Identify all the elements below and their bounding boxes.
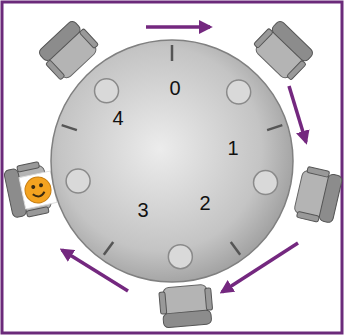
frame [2, 2, 342, 333]
chair [251, 18, 316, 83]
table-outline [50, 39, 294, 283]
seat-number: 4 [112, 108, 123, 128]
chair [293, 166, 344, 226]
chair [3, 161, 53, 220]
round-table: 0 4 1 2 3 [50, 39, 294, 283]
seat-number: 1 [227, 138, 238, 158]
seat-number: 2 [199, 193, 210, 213]
seat-number: 0 [169, 78, 180, 98]
seat-number: 3 [137, 200, 148, 220]
chair [159, 284, 214, 328]
